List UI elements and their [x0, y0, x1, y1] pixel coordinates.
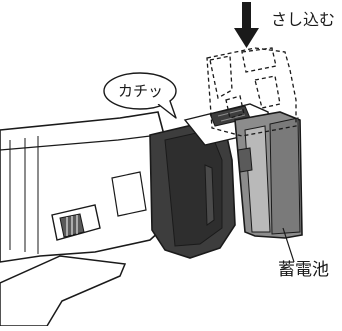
insert-label: さし込む [271, 10, 336, 29]
tool-body [0, 111, 173, 263]
down-arrow-icon [234, 2, 259, 48]
click-sound-label: カチッ [118, 82, 164, 100]
blade-plate [0, 255, 127, 327]
battery-pack [234, 111, 303, 239]
battery-outline-dashed [206, 47, 297, 137]
battery-leader-line [282, 227, 295, 263]
slide-switch [51, 204, 101, 241]
click-speech-bubble [103, 72, 177, 119]
battery-label: 蓄電池 [278, 260, 329, 280]
